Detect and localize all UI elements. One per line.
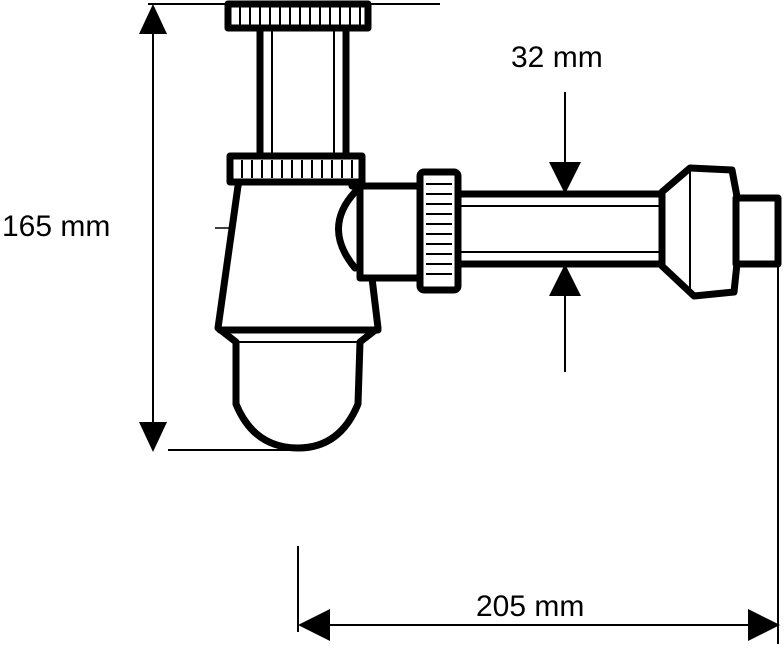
arrow-left-icon [298, 609, 330, 641]
middle-nut [226, 152, 366, 186]
arrow-up-icon [139, 4, 167, 34]
width-label: 205 mm [476, 590, 584, 623]
horizontal-outlet-pipe [356, 182, 670, 282]
height-label: 165 mm [2, 210, 110, 243]
arrow-down-icon [549, 162, 581, 194]
trap-body [214, 176, 382, 452]
pipe-nut [416, 168, 462, 294]
height-dimension [139, 3, 440, 452]
top-nut [224, 0, 372, 32]
pipe-diameter-dimension [549, 92, 581, 372]
width-dimension [297, 262, 780, 644]
vertical-inlet-pipe [256, 22, 350, 166]
arrow-down-icon [139, 422, 167, 452]
arrow-right-icon [748, 609, 780, 641]
outlet-coupling [658, 164, 782, 300]
arrow-up-icon [549, 264, 581, 296]
pipe-diameter-label: 32 mm [511, 41, 603, 74]
